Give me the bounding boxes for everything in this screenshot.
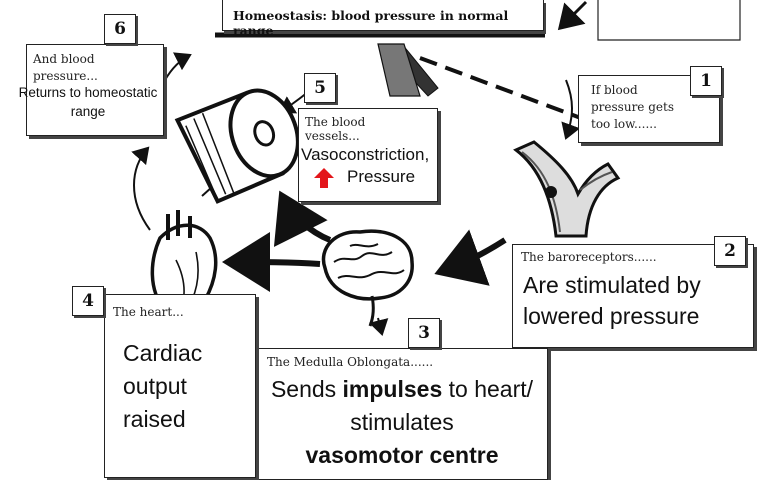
arrow-top-right [557, 0, 588, 31]
brain-icon [321, 229, 414, 327]
step-2-prompt: The baroreceptors...... [521, 250, 657, 264]
step-3-answer-d: vasomotor centre [305, 442, 499, 468]
step-3-prompt: The Medulla Oblongata...... [267, 355, 434, 369]
step-2-answer: Are stimulated by lowered pressure [523, 272, 701, 329]
cycle-arrow-brain-to-heart [222, 232, 321, 293]
step-3-number: 3 [408, 318, 440, 348]
cycle-arrow-to-box6 [164, 52, 192, 81]
cycle-arrow-brain-to-box3 [368, 317, 389, 336]
seesaw-icon [215, 32, 587, 122]
cycle-arrow-right-down [561, 79, 581, 140]
step-2-box: The baroreceptors...... Are stimulated b… [512, 244, 754, 348]
step-5-answer-b: Pressure [347, 167, 416, 186]
step-5-answer-row: Pressure [299, 165, 437, 189]
step-3-box: The Medulla Oblongata...... Sends impuls… [256, 348, 548, 480]
up-arrow-icon [314, 168, 334, 188]
step-1-number: 1 [690, 66, 722, 96]
step-6-box: And blood pressure... [26, 44, 164, 136]
step-3-answer-b: impulses [342, 376, 443, 402]
step-4-prompt: The heart... [113, 305, 184, 319]
partial-box-top-right [597, 0, 741, 41]
step-3-answer-c: to heart/ stimulates [350, 376, 534, 435]
step-1-prompt: If blood pressure gets too low...... [591, 83, 674, 131]
step-2-number: 2 [714, 236, 746, 266]
step-4-number: 4 [72, 286, 104, 316]
step-6-answer: Returns to homeostatic range [18, 85, 158, 119]
step-5-prompt: The blood vessels... [305, 115, 366, 143]
title-banner: Homeostasis: blood pressure in normal ra… [222, 0, 544, 38]
step-5-box: The blood vessels... Vasoconstriction, P… [298, 108, 438, 202]
cycle-arrow-heart-up [131, 146, 151, 231]
step-4-box: The heart... Cardiac output raised [104, 294, 256, 478]
artery-icon [513, 140, 621, 238]
step-5-answer-a: Vasoconstriction, [301, 145, 430, 164]
blood-vessel-icon [174, 88, 300, 204]
cycle-arrow-to-brain [434, 229, 507, 286]
step-3-answer-a: Sends [270, 376, 343, 402]
step-5-number: 5 [304, 73, 336, 103]
cycle-arrow-brain-to-vessel [273, 190, 332, 247]
step-4-answer: Cardiac output raised [123, 340, 203, 432]
step-6-prompt: And blood pressure... [33, 52, 98, 83]
step-6-number: 6 [104, 14, 136, 44]
title-text: Homeostasis: blood pressure in normal ra… [233, 8, 509, 38]
step-3-answer: Sends impulses to heart/ stimulates vaso… [257, 369, 547, 472]
